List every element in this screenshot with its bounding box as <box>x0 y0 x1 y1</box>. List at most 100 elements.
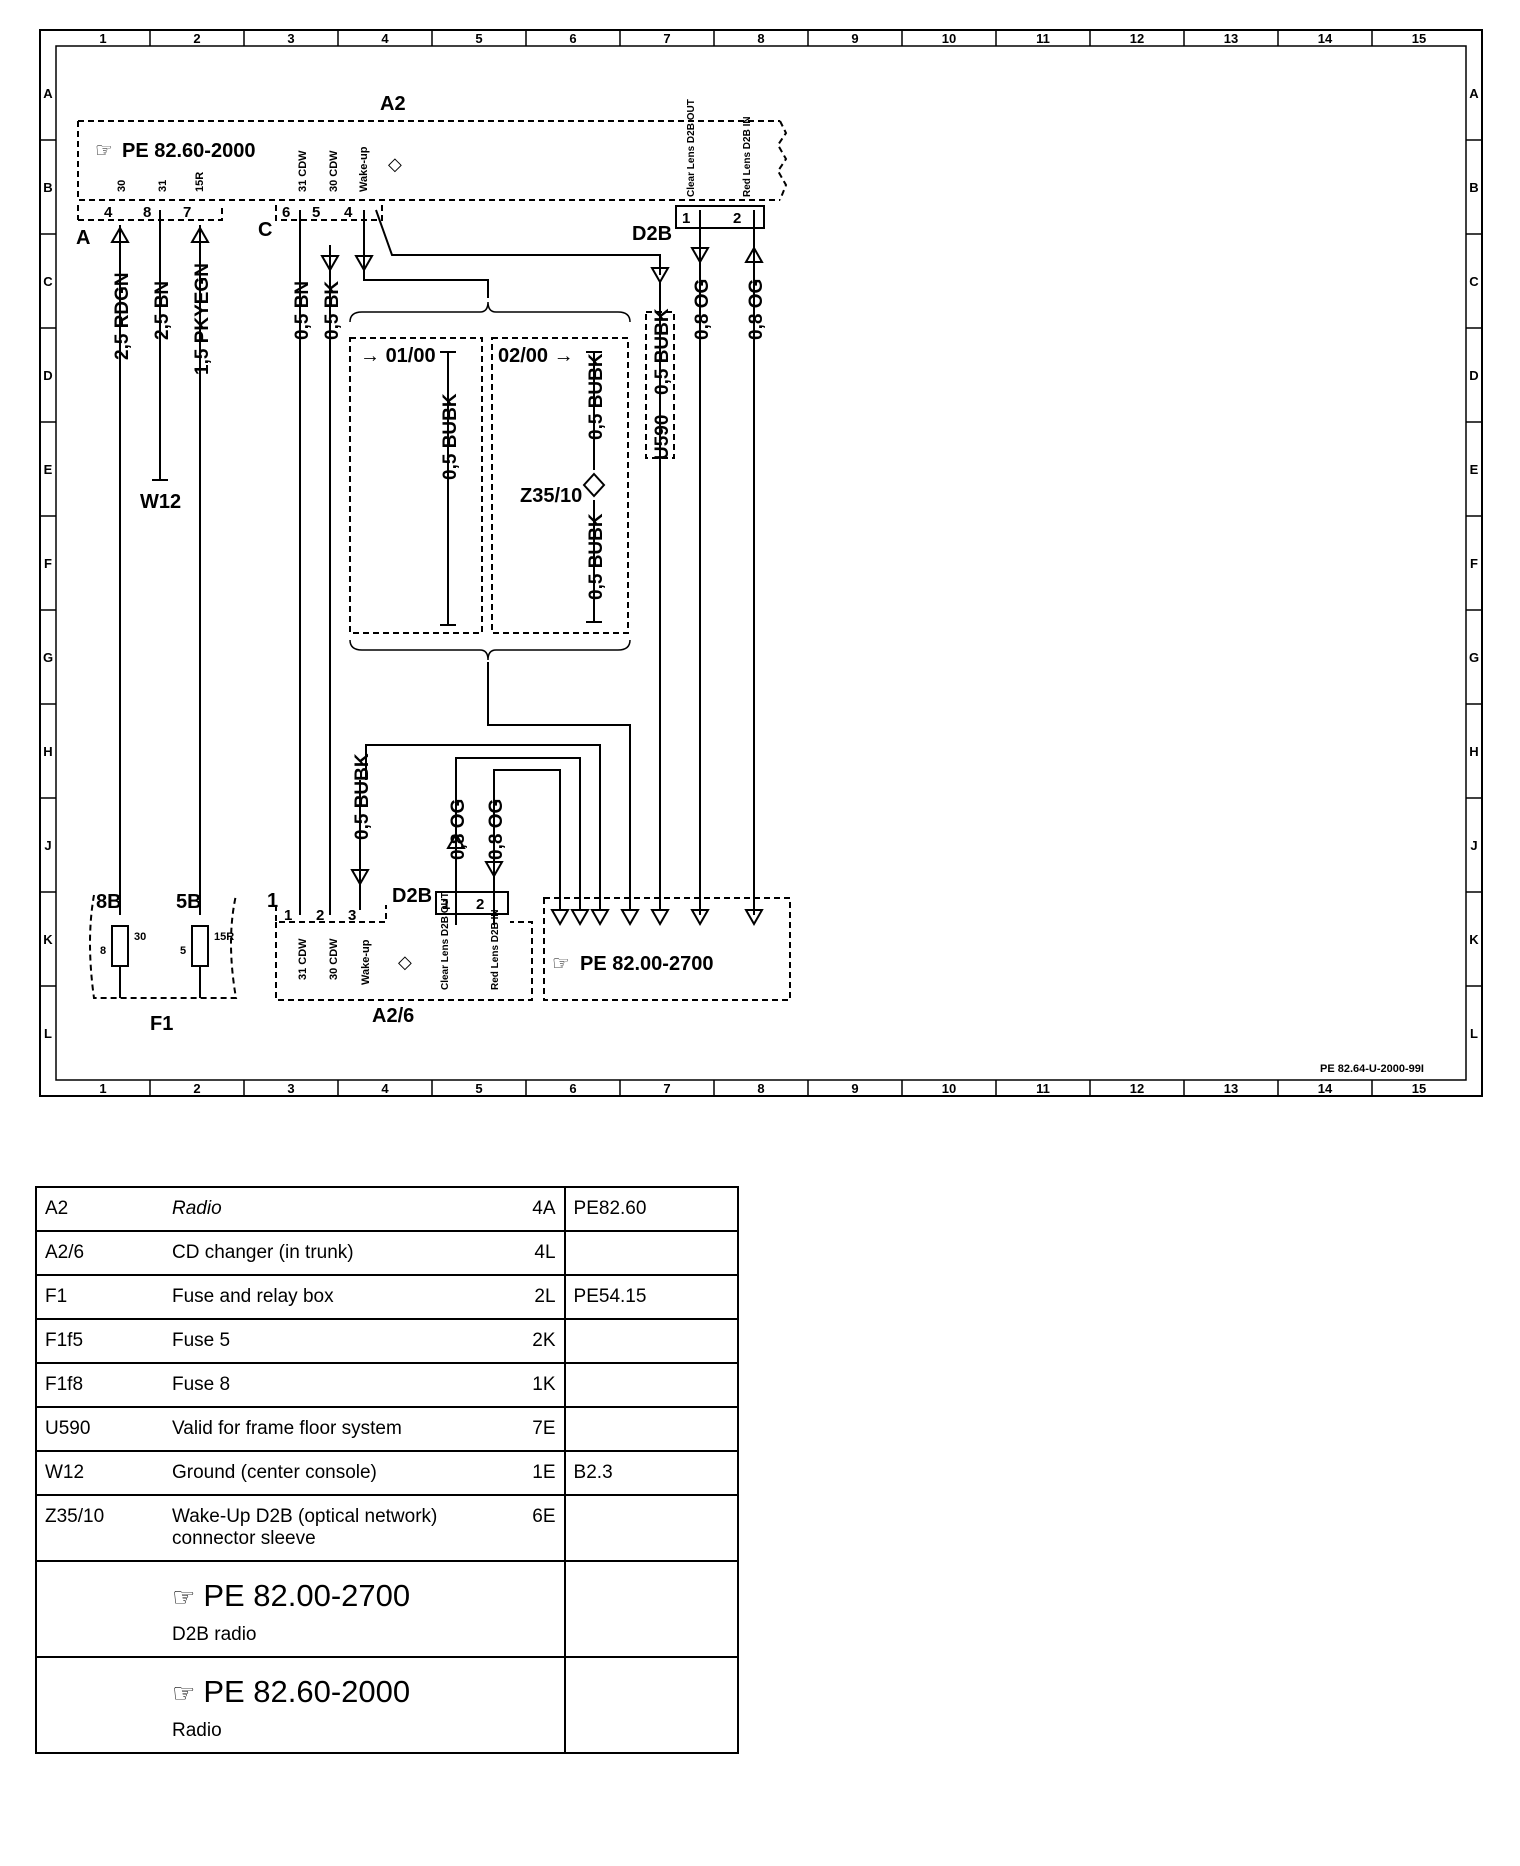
legend-desc-text: Fuse and relay box <box>172 1286 334 1307</box>
a26-outline <box>275 921 533 1001</box>
legend-location-text: 7E <box>532 1418 556 1439</box>
legend-code: F1f5 <box>35 1318 164 1364</box>
legend-desc: Fuse and relay box <box>164 1274 517 1320</box>
f1-label: F1 <box>150 1013 173 1035</box>
z3510-sleeve <box>582 472 606 498</box>
legend-code: A2/6 <box>35 1230 164 1276</box>
hand-pointer-icon-2: ☞ <box>552 953 570 975</box>
legend-reference <box>563 1362 740 1408</box>
legend-code-text: F1f8 <box>45 1374 84 1395</box>
legend-location: 2K <box>516 1318 566 1364</box>
legend-location: 1K <box>516 1362 566 1408</box>
optical-icon: ◇ <box>388 154 402 174</box>
wire-label-bk-cdw: 0,5 BK <box>322 281 343 340</box>
z3510-label: Z35/10 <box>520 485 582 507</box>
grid-row-label: L <box>44 1026 52 1041</box>
arrow-down-d2b <box>650 267 670 285</box>
grid-row-label: E <box>1470 462 1479 477</box>
legend-location-text: 6E <box>532 1506 556 1527</box>
legend-location: 2L <box>516 1274 566 1320</box>
wire-label-bubk-0100: 0,5 BUBK <box>440 393 461 480</box>
legend-code-text: U590 <box>45 1418 91 1439</box>
grid-col-label: 1 <box>99 31 106 46</box>
connector-a-outline <box>77 205 223 221</box>
arrow-up-3 <box>190 225 210 243</box>
pin-3b: 3 <box>348 907 356 924</box>
legend-row: F1f8 Fuse 8 1K <box>35 1362 740 1408</box>
ref-desc: Radio <box>172 1720 222 1741</box>
legend-desc: Wake-Up D2B (optical network) connector … <box>164 1494 517 1562</box>
grid-col-label: 6 <box>569 31 576 46</box>
legend-location-text: 4A <box>532 1198 556 1219</box>
ref-line: ☞PE 82.60-2000 <box>172 1674 556 1710</box>
a26-pin-31cdw: 31 CDW <box>297 938 309 980</box>
legend-location-text: 1K <box>532 1374 556 1395</box>
legend-reference-text: B2.3 <box>573 1462 613 1483</box>
wire-label-bn-cdw: 0,5 BN <box>292 281 313 340</box>
pin-6: 6 <box>282 204 290 221</box>
f-pin-5: 5 <box>180 945 186 957</box>
a2-pin-red-lens: Red Lens D2B IN <box>742 116 753 197</box>
wire-variant-0200 <box>586 351 602 623</box>
grid-row-label: K <box>1469 932 1479 947</box>
d2b-bottom-connector <box>435 891 509 915</box>
hand-pointer-icon: ☞ <box>172 1582 196 1612</box>
grid-col-label: 7 <box>663 1081 670 1096</box>
wire-label-rdgn: 2,5 RDGN <box>112 272 133 360</box>
legend-desc-text: Ground (center console) <box>172 1462 377 1483</box>
grid-col-label: 15 <box>1412 31 1426 46</box>
legend-reference: PE82.60 <box>563 1186 740 1232</box>
a26-pin-clear-lens: Clear Lens D2B OUT <box>440 892 451 990</box>
grid-col-label: 11 <box>1036 1081 1050 1096</box>
legend-reference <box>563 1230 740 1276</box>
wire-label-u590: U590 <box>652 415 673 460</box>
grid-row-label: F <box>1470 556 1478 571</box>
variant-brace-bottom <box>349 639 631 661</box>
pin-1: 1 <box>682 210 690 227</box>
legend-desc: Ground (center console) <box>164 1450 517 1496</box>
arrow-up-a26-1 <box>446 831 466 849</box>
f1-outline <box>89 894 238 999</box>
connector-a-label: A <box>76 227 90 249</box>
legend-code: U590 <box>35 1406 164 1452</box>
ref-line: ☞PE 82.00-2700 <box>172 1578 556 1614</box>
grid-row-label: C <box>1469 274 1479 289</box>
wire-variant-down <box>487 662 631 910</box>
legend-code-text: W12 <box>45 1462 85 1483</box>
pe-8200-2700-box <box>543 897 791 1001</box>
legend-desc-text: Fuse 8 <box>172 1374 231 1395</box>
grid-col-label: 13 <box>1224 1081 1238 1096</box>
fuse-wires-down <box>119 966 201 998</box>
d2b-top-label: D2B <box>632 223 672 245</box>
variant-0100-label: → 01/00 <box>360 345 436 367</box>
f-pin-15r: 15R <box>214 931 234 943</box>
grid-col-label: 12 <box>1130 31 1144 46</box>
pin-2c: 2 <box>476 896 484 913</box>
legend-reference: B2.3 <box>563 1450 740 1496</box>
wire-label-og-2: 0,8 OG <box>746 279 767 340</box>
ref-desc: D2B radio <box>172 1624 257 1645</box>
grid-row-label: C <box>43 274 53 289</box>
legend-reference <box>563 1656 740 1754</box>
wire-wakeup-route <box>363 210 489 298</box>
arrow-down-5 <box>320 255 340 273</box>
legend-code: W12 <box>35 1450 164 1496</box>
grid-col-label: 13 <box>1224 31 1238 46</box>
a2-pin-31cdw: 31 CDW <box>297 150 309 192</box>
wire-label-bubk-a26: 0,5 BUBK <box>352 753 373 840</box>
wire-og-a26-2-route <box>493 769 561 910</box>
wire-label-bubk-u590: 0,5 BUBK <box>652 308 673 395</box>
grid-col-label: 10 <box>942 1081 956 1096</box>
grid-col-label: 4 <box>381 1081 389 1096</box>
grid-col-label: 5 <box>475 31 482 46</box>
d2b-top-connector <box>675 205 765 229</box>
legend-location: 4A <box>516 1186 566 1232</box>
legend-location-text: 4L <box>534 1242 556 1263</box>
wire-label-og-1: 0,8 OG <box>692 279 713 340</box>
pin-4: 4 <box>104 204 113 221</box>
grid-col-label: 9 <box>851 31 858 46</box>
